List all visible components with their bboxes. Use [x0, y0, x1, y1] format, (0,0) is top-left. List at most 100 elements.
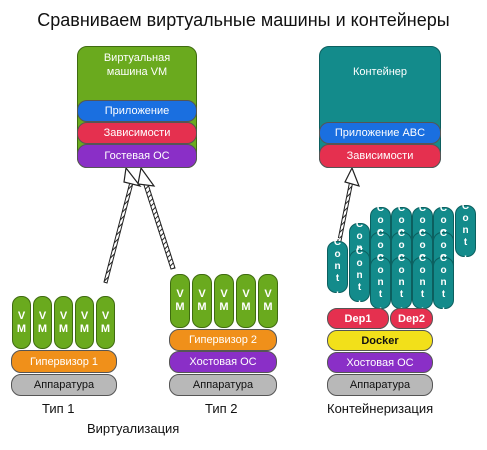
container-letter: C	[397, 203, 406, 214]
virtualization-caption: Виртуализация	[87, 421, 180, 436]
docker-layer: Docker	[327, 330, 433, 351]
container-letter: C	[376, 228, 385, 239]
container-letter: t	[378, 289, 383, 300]
type1-caption: Тип 1	[42, 401, 75, 416]
container-letter: o	[334, 249, 341, 260]
container-letter: .	[464, 249, 467, 260]
vm-letter: V	[38, 309, 47, 322]
vm-letter: M	[37, 322, 48, 335]
container-letter: n	[440, 277, 447, 288]
container-letter: C	[439, 203, 448, 214]
container-letter: C	[439, 228, 448, 239]
container-letter: C	[376, 253, 385, 264]
container-letter: .	[379, 301, 382, 312]
container-letter: .	[336, 285, 339, 296]
container-letter: .	[442, 301, 445, 312]
type1-hypervisor-layer: Гипервизор 1	[11, 350, 117, 373]
vm-letter: M	[100, 322, 111, 335]
dep1-layer: Dep1	[327, 308, 389, 329]
container-letter: t	[420, 289, 425, 300]
vm-guest-os-layer: Гостевая ОС	[77, 144, 197, 168]
dep2-layer: Dep2	[390, 308, 433, 329]
container-letter: C	[461, 201, 470, 212]
vm-letter: M	[16, 322, 27, 335]
type2-hardware-layer: Аппаратура	[169, 374, 277, 396]
vm-letter: M	[175, 301, 185, 313]
vm-letter: V	[220, 288, 228, 300]
container-letter: o	[398, 215, 405, 226]
vm-letter: V	[176, 288, 184, 300]
container-letter: o	[419, 265, 426, 276]
container-letter: n	[356, 270, 363, 281]
container-hardware-layer: Аппаратура	[327, 374, 433, 396]
vm-letter: V	[80, 309, 89, 322]
vm-letter: M	[263, 301, 273, 313]
container-app-layer: Приложение ABC	[319, 122, 441, 144]
container-letter: n	[334, 261, 341, 272]
type2-hypervisor-layer: Гипервизор 2	[169, 329, 277, 351]
container-letter: C	[333, 237, 342, 248]
container-letter: n	[462, 225, 469, 236]
vm-letter: V	[101, 309, 110, 322]
container-letter: t	[335, 273, 340, 284]
container-letter: C	[397, 228, 406, 239]
vm-letter: M	[79, 322, 90, 335]
container-host-os-layer: Хостовая ОС	[327, 352, 433, 373]
type1-hardware-layer: Аппаратура	[11, 374, 117, 396]
container-letter: C	[355, 246, 364, 257]
container-letter: o	[398, 265, 405, 276]
container-letter: o	[377, 265, 384, 276]
container-letter: n	[377, 277, 384, 288]
container-letter: t	[463, 237, 468, 248]
arrow-type1-to-vm	[103, 166, 142, 284]
container-letter: o	[356, 231, 363, 242]
vm-letter: V	[17, 309, 26, 322]
container-letter: t	[399, 289, 404, 300]
container-letter: C	[376, 203, 385, 214]
arrow-containers-to-container	[336, 166, 360, 247]
container-letter: t	[357, 282, 362, 293]
diagram-title: Сравниваем виртуальные машины и контейне…	[37, 10, 450, 30]
container-letter: o	[419, 215, 426, 226]
container-letter: C	[418, 253, 427, 264]
containerization-caption: Контейнеризация	[327, 401, 434, 416]
container-letter: o	[440, 265, 447, 276]
container-letter: o	[377, 240, 384, 251]
container-letter: n	[419, 277, 426, 288]
vm-letter: V	[264, 288, 272, 300]
container-letter: o	[377, 215, 384, 226]
container-letter: C	[355, 219, 364, 230]
vm-letter: V	[242, 288, 250, 300]
container-letter: C	[418, 228, 427, 239]
arrow-type2-to-vm	[137, 166, 176, 270]
container-letter: .	[400, 301, 403, 312]
vm-letter: M	[241, 301, 251, 313]
vm-letter: M	[58, 322, 69, 335]
container-letter: o	[356, 258, 363, 269]
container-heading: Контейнер	[352, 66, 408, 78]
container-letter: o	[440, 240, 447, 251]
type2-host-os-layer: Хостовая ОС	[169, 351, 277, 373]
container-letter: .	[358, 294, 361, 305]
container-letter: o	[462, 213, 469, 224]
container-letter: C	[397, 253, 406, 264]
container-letter: C	[439, 253, 448, 264]
container-letter: o	[440, 215, 447, 226]
container-letter: n	[398, 277, 405, 288]
vm-letter: V	[59, 309, 68, 322]
container-letter: n	[356, 243, 363, 254]
